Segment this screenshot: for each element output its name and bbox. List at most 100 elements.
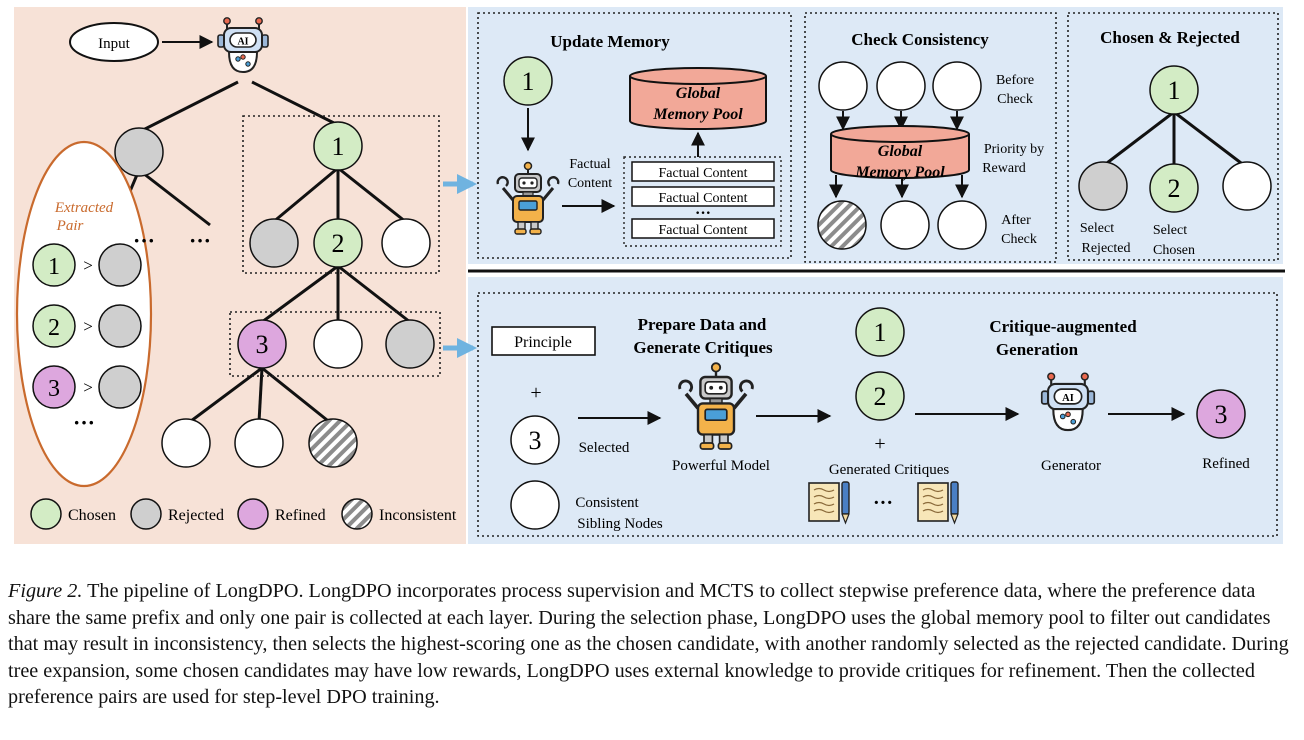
critique-node-2-label: 2 bbox=[874, 382, 887, 411]
critique-node-1 bbox=[855, 307, 905, 357]
after-check-line1: After bbox=[1001, 213, 1031, 228]
powerful-model-label: Powerful Model bbox=[672, 458, 770, 474]
expansion-box-layer1 bbox=[242, 115, 440, 274]
critique-doc-icon bbox=[808, 481, 850, 524]
critique-dots: ··· bbox=[873, 492, 893, 514]
prepare-title-line1: Prepare Data and bbox=[638, 315, 767, 334]
rejected-node bbox=[249, 218, 299, 268]
chosen-rejected-box bbox=[1067, 12, 1279, 261]
pair-num: 2 bbox=[48, 315, 60, 341]
pair-num: 3 bbox=[48, 376, 60, 402]
plus-sign: + bbox=[874, 433, 885, 455]
refined-output-node-label: 3 bbox=[1215, 400, 1228, 429]
refined-node-3 bbox=[237, 319, 287, 369]
pool-label-line2: Memory Pool bbox=[652, 106, 743, 123]
root-robot-icon: AI bbox=[217, 16, 269, 73]
principle-label: Principle bbox=[514, 334, 572, 351]
caption-text: The pipeline of LongDPO. LongDPO incorpo… bbox=[8, 580, 1289, 708]
select-rejected-line1: Select bbox=[1080, 221, 1114, 236]
legend-chosen-label: Chosen bbox=[68, 507, 116, 524]
extracted-title-line2: Pair bbox=[56, 218, 84, 234]
refined-output-label: Refined bbox=[1202, 456, 1250, 472]
rejected-node bbox=[385, 319, 435, 369]
legend-refined-label: Refined bbox=[275, 507, 326, 524]
candidate-node bbox=[880, 200, 930, 250]
after-check-line2: Check bbox=[1001, 232, 1037, 247]
chosen-rejected-root bbox=[1149, 65, 1199, 115]
factual-content-item bbox=[631, 218, 775, 239]
chosen-rejected-title: Chosen & Rejected bbox=[1100, 28, 1240, 47]
refined-node-3-label: 3 bbox=[256, 330, 269, 359]
legend-rejected-label: Rejected bbox=[168, 507, 224, 524]
consistent-line2: Sibling Nodes bbox=[577, 516, 663, 532]
factual-content-text: Factual Content bbox=[658, 166, 747, 181]
augmented-title-line2: Generation bbox=[996, 340, 1079, 359]
chosen-rejected-edges bbox=[1102, 110, 1246, 168]
rejected-node bbox=[98, 304, 142, 348]
global-memory-pool: Global Memory Pool bbox=[629, 67, 767, 130]
before-check-line1: Before bbox=[996, 73, 1034, 88]
check-consistency-box bbox=[804, 12, 1057, 263]
factual-dots: ··· bbox=[695, 205, 711, 222]
legend-inconsistent-swatch bbox=[341, 498, 373, 530]
input-node bbox=[69, 22, 159, 62]
chosen-node bbox=[32, 304, 76, 348]
pair-num: 1 bbox=[48, 254, 60, 280]
generator-label: Generator bbox=[1041, 458, 1101, 474]
rejected-node bbox=[114, 127, 164, 177]
legend-chosen-swatch bbox=[30, 498, 62, 530]
select-rejected-node bbox=[1078, 161, 1128, 211]
extracted-pair-row: 2 > bbox=[32, 304, 142, 348]
generator-robot-icon: AI bbox=[1040, 372, 1096, 432]
priority-line2: Reward bbox=[982, 161, 1026, 176]
robot-badge: AI bbox=[237, 37, 248, 48]
principle-box bbox=[491, 326, 596, 356]
priority-line1: Priority by bbox=[984, 142, 1044, 157]
rejected-node bbox=[98, 243, 142, 287]
factual-label-line1: Factual bbox=[569, 157, 610, 172]
critique-box bbox=[477, 292, 1278, 537]
pair-op: > bbox=[83, 378, 93, 397]
refined-output-node bbox=[1196, 389, 1246, 439]
check-consistency-title: Check Consistency bbox=[851, 30, 989, 49]
selected-node bbox=[510, 415, 560, 465]
candidate-node bbox=[932, 61, 982, 111]
pool-label-line1: Global bbox=[676, 85, 721, 102]
plus-sign: + bbox=[530, 382, 541, 404]
factual-content-text: Factual Content bbox=[658, 223, 747, 238]
select-chosen-line1: Select bbox=[1153, 223, 1187, 238]
factual-content-text: Factual Content bbox=[658, 191, 747, 206]
before-check-line2: Check bbox=[997, 92, 1033, 107]
select-rejected-line2: Rejected bbox=[1082, 241, 1131, 256]
figure-caption: Figure 2. The pipeline of LongDPO. LongD… bbox=[8, 578, 1298, 711]
legend-rejected-swatch bbox=[130, 498, 162, 530]
update-memory-node-label: 1 bbox=[522, 67, 535, 96]
pool-label-line2: Memory Pool bbox=[854, 164, 945, 181]
chosen-node bbox=[32, 243, 76, 287]
generated-critiques-label: Generated Critiques bbox=[829, 462, 950, 478]
select-chosen-line2: Chosen bbox=[1153, 243, 1195, 258]
chosen-rejected-root-label: 1 bbox=[1168, 76, 1181, 105]
selected-node-label: 3 bbox=[529, 426, 542, 455]
extracted-pair-row: 1 > bbox=[32, 243, 142, 287]
candidate-node bbox=[1222, 161, 1272, 211]
chosen-node-2 bbox=[313, 218, 363, 268]
legend-inconsistent-label: Inconsistent bbox=[379, 507, 457, 524]
candidate-node bbox=[876, 61, 926, 111]
candidate-node bbox=[161, 418, 211, 468]
pipeline-figure: Input AI 1 ··· 2 3 Extracted Pair 1 > 2 … bbox=[14, 7, 1285, 544]
pair-op: > bbox=[83, 317, 93, 336]
select-chosen-node bbox=[1149, 163, 1199, 213]
robot-badge: AI bbox=[1062, 393, 1074, 404]
critique-node-2 bbox=[855, 371, 905, 421]
factual-content-item bbox=[631, 186, 775, 207]
sibling-node bbox=[510, 480, 560, 530]
tree-ellipsis: ··· bbox=[189, 228, 211, 253]
expansion-box-layer2 bbox=[229, 311, 441, 377]
update-memory-box bbox=[477, 12, 792, 259]
pair-op: > bbox=[83, 256, 93, 275]
pool-label-line1: Global bbox=[878, 143, 923, 160]
candidate-node bbox=[234, 418, 284, 468]
selected-label: Selected bbox=[579, 440, 630, 456]
augmented-title-line1: Critique-augmented bbox=[989, 317, 1137, 336]
